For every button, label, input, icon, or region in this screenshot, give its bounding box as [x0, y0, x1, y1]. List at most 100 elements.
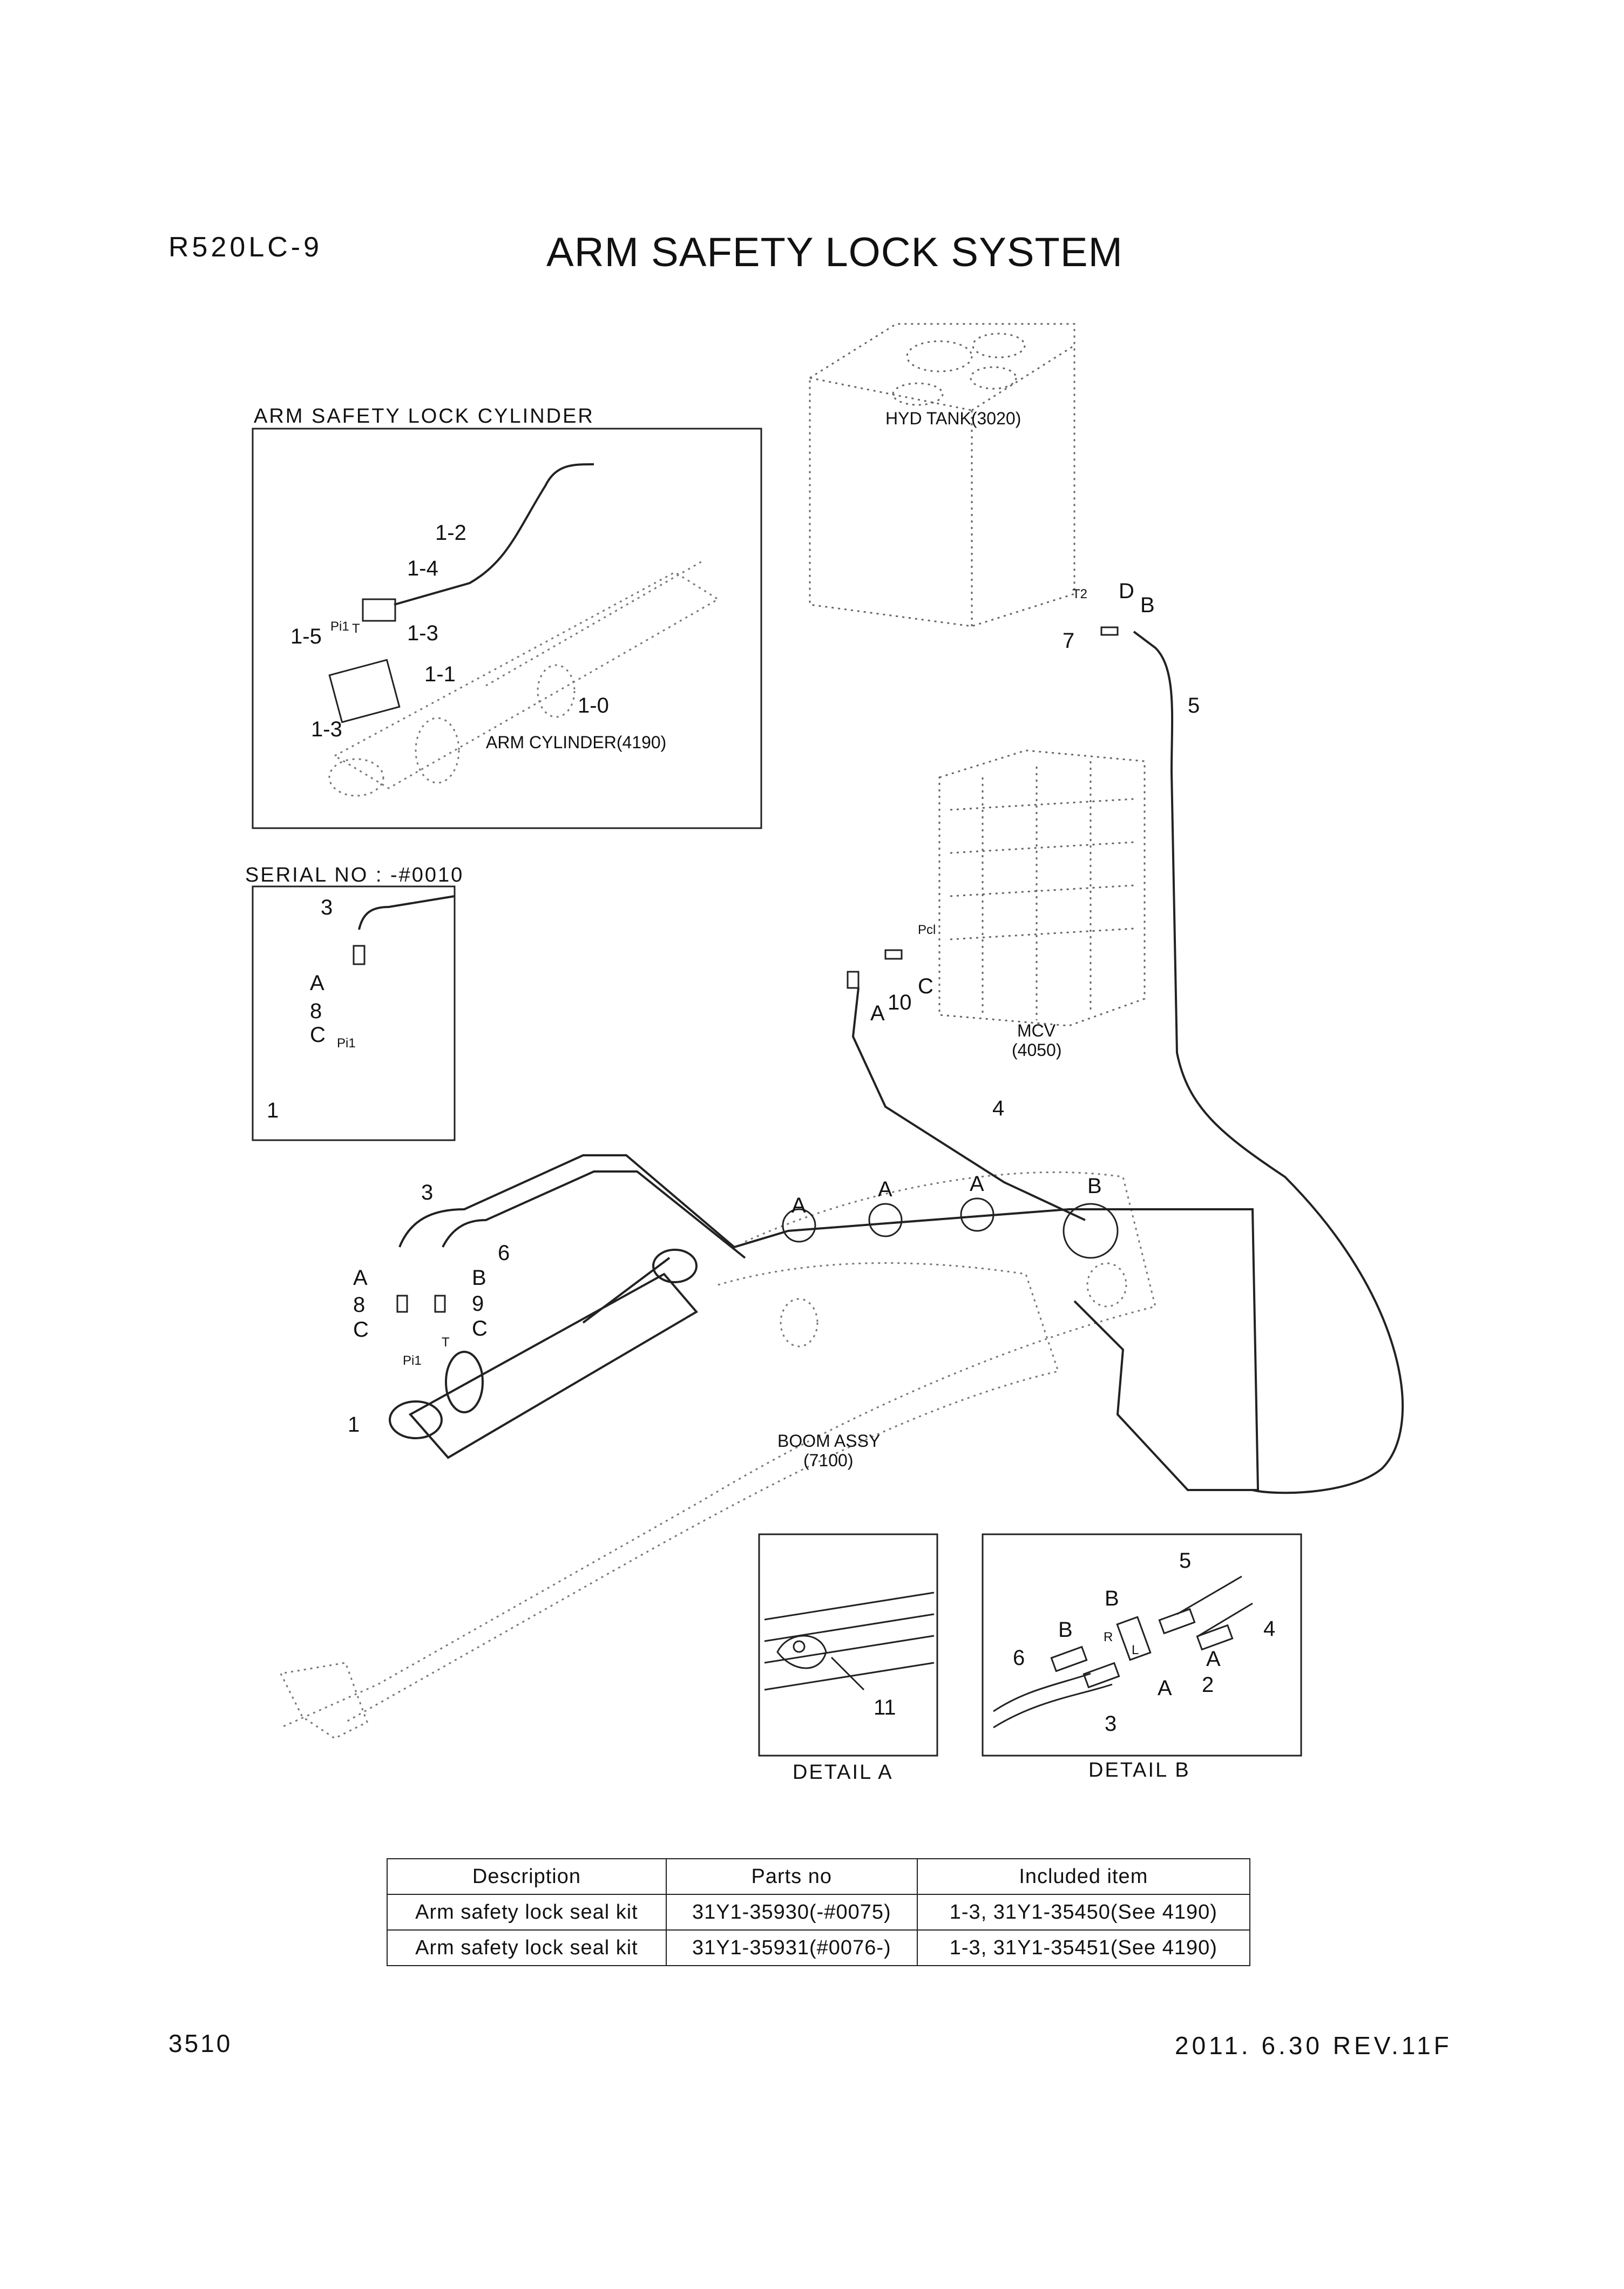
table-cell: 1-3, 31Y1-35450(See 4190)	[916, 1894, 1251, 1931]
callout-1-1: 1-1	[424, 662, 456, 686]
hose-4	[851, 987, 1086, 1221]
callout-6-detail: 6	[1013, 1646, 1025, 1670]
callout-1-5: 1-5	[290, 625, 322, 648]
hose-3	[398, 1154, 1260, 1491]
callout-pi1-main: Pi1	[403, 1353, 422, 1368]
callout-1-main: 1	[348, 1413, 360, 1437]
boom-label: BOOM ASSY	[777, 1431, 880, 1451]
callout-1-0: 1-0	[578, 694, 609, 717]
callout-11: 11	[874, 1696, 896, 1719]
fittings	[328, 598, 1119, 1313]
callout-a-mcv: A	[870, 1001, 885, 1025]
mcv-block	[938, 749, 1146, 1027]
callout-1-serial: 1	[267, 1099, 279, 1122]
callout-t2: T2	[1072, 587, 1087, 601]
callout-t-main: T	[442, 1335, 450, 1350]
revision-date: 2011. 6.30 REV.11F	[1175, 2031, 1452, 2060]
hyd-tank-label: HYD TANK(3020)	[885, 409, 1021, 428]
callout-b-detail: B	[1087, 1174, 1102, 1198]
table-header: Included item	[916, 1858, 1251, 1895]
callout-3-detail: 3	[1105, 1712, 1116, 1736]
callout-t-box: T	[352, 621, 360, 636]
callout-a-detail-b1: A	[1206, 1647, 1221, 1671]
callout-b-detail-b1: B	[1105, 1587, 1119, 1610]
callout-pi1-serial: Pi1	[337, 1036, 356, 1051]
page-title: ARM SAFETY LOCK SYSTEM	[546, 229, 1123, 275]
table-cell: 1-3, 31Y1-35451(See 4190)	[916, 1929, 1251, 1966]
table-cell: Arm safety lock seal kit	[387, 1894, 667, 1931]
hyd-tank	[809, 323, 1075, 627]
detail-a-caption: DETAIL A	[793, 1761, 894, 1784]
callout-b-main: B	[472, 1266, 486, 1290]
callout-a-detail-2: A	[878, 1177, 892, 1201]
hose-5	[1133, 631, 1404, 1494]
detail-a-drawing	[764, 1592, 935, 1691]
boom-outline	[279, 1171, 1156, 1739]
detail-b-drawing	[993, 1575, 1253, 1729]
callout-3-main: 3	[421, 1181, 433, 1204]
callout-a-main: A	[353, 1266, 368, 1290]
callout-3-serial: 3	[321, 896, 333, 919]
detail-a-frame	[758, 1533, 938, 1757]
table-cell: Arm safety lock seal kit	[387, 1929, 667, 1966]
callout-1-4: 1-4	[407, 557, 438, 580]
detail-b-caption: DETAIL B	[1088, 1759, 1190, 1782]
callout-4-detail: 4	[1263, 1617, 1275, 1641]
serial-box-frame	[252, 885, 456, 1141]
callout-l: L	[1132, 1643, 1139, 1657]
callout-10: 10	[888, 991, 912, 1014]
cylinder-box-frame	[252, 428, 762, 829]
callout-2-detail: 2	[1202, 1673, 1214, 1697]
callout-1-3-bottom: 1-3	[311, 717, 342, 741]
callout-6-main: 6	[498, 1241, 510, 1265]
callout-7: 7	[1063, 629, 1074, 653]
hose-6	[442, 1170, 746, 1259]
callout-c-main: C	[353, 1318, 369, 1342]
callout-1-2: 1-2	[435, 521, 466, 545]
callout-8-main: 8	[353, 1293, 365, 1317]
arm-cylinder-main	[389, 1249, 699, 1459]
mcv-ref-label: (4050)	[1012, 1040, 1062, 1060]
page-number: 3510	[168, 2029, 233, 2057]
hose-runs	[358, 463, 1404, 1494]
callout-pcl: Pcl	[918, 923, 936, 937]
callout-c-mcv: C	[918, 974, 933, 998]
model-name: R520LC-9	[168, 232, 323, 263]
parts-table: Description Parts no Included item Arm s…	[387, 1858, 1251, 1966]
table-cell: 31Y1-35930(-#0075)	[665, 1894, 918, 1931]
arm-cylinder-label: ARM CYLINDER(4190)	[486, 733, 666, 752]
table-cell: 31Y1-35931(#0076-)	[665, 1929, 918, 1966]
callout-b-tank: B	[1140, 593, 1155, 617]
arm-cylinder-outline	[328, 560, 720, 797]
mcv-label: MCV	[1017, 1021, 1056, 1040]
boom-ref-label: (7100)	[803, 1451, 854, 1470]
callout-a-detail-1: A	[791, 1194, 806, 1217]
table-row: Arm safety lock seal kit 31Y1-35931(#007…	[387, 1929, 1251, 1966]
callout-c-serial: C	[310, 1023, 326, 1047]
table-header: Parts no	[665, 1858, 918, 1895]
callout-a-detail-b2: A	[1158, 1676, 1172, 1700]
table-header: Description	[387, 1858, 667, 1895]
callout-c2-main: C	[472, 1317, 488, 1340]
callout-4: 4	[992, 1096, 1004, 1120]
detail-circles	[782, 1197, 1119, 1259]
callout-5: 5	[1188, 694, 1200, 717]
serial-box-hose	[358, 895, 455, 930]
callout-a-serial: A	[310, 971, 324, 995]
table-header-row: Description Parts no Included item	[387, 1858, 1251, 1895]
callout-pi1-box: Pi1	[330, 619, 349, 634]
callout-d: D	[1119, 579, 1134, 603]
table-row: Arm safety lock seal kit 31Y1-35930(-#00…	[387, 1894, 1251, 1931]
callout-r: R	[1104, 1630, 1113, 1644]
detail-b-frame	[982, 1533, 1302, 1757]
callout-b-detail-b2: B	[1058, 1618, 1073, 1642]
callout-1-3-top: 1-3	[407, 621, 438, 645]
callout-9-main: 9	[472, 1292, 484, 1316]
callout-8-serial: 8	[310, 999, 322, 1023]
serial-box-caption: SERIAL NO : -#0010	[245, 864, 464, 886]
callout-a-detail-3: A	[970, 1172, 984, 1196]
cyl-box-tube	[394, 463, 594, 606]
cylinder-box-caption: ARM SAFETY LOCK CYLINDER	[254, 405, 594, 428]
callout-5-detail: 5	[1179, 1549, 1191, 1573]
